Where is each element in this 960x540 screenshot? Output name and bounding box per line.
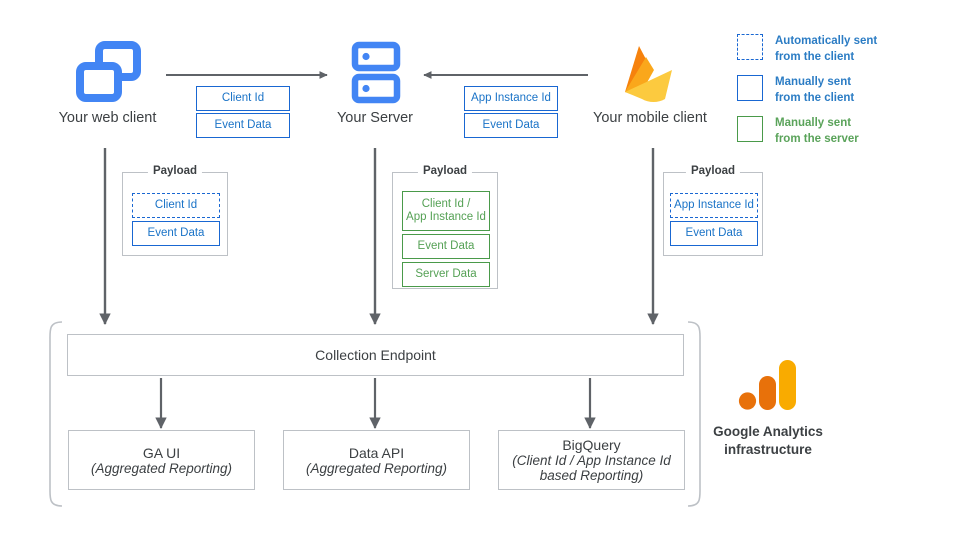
- payload-item-line1: Client Id /: [421, 198, 471, 211]
- legend-swatch-solid-green: [737, 116, 763, 142]
- payload-item-event-data: Event Data: [402, 234, 490, 259]
- web-client-label: Your web client: [58, 110, 157, 126]
- output-title: BigQuery: [562, 437, 621, 453]
- legend-label-line1: Manually sent: [775, 76, 852, 88]
- flow-chip-mobile-event-data: Event Data: [464, 113, 558, 138]
- google-analytics-icon: [738, 360, 796, 410]
- legend-item-manually-sent-server: Manually sent from the server: [737, 116, 859, 147]
- mobile-client-label: Your mobile client: [593, 110, 707, 126]
- legend-label-line1: Automatically sent: [775, 35, 878, 47]
- output-title: Data API: [348, 444, 405, 461]
- infrastructure-bracket-right: [687, 321, 701, 507]
- infrastructure-caption: Google Analytics infrastructure: [690, 423, 846, 459]
- web-client-icon: [76, 41, 141, 102]
- legend-item-automatically-sent-client: Automatically sent from the client: [737, 34, 877, 65]
- legend-label-line2: from the client: [775, 50, 855, 63]
- legend-item-manually-sent-client: Manually sent from the client: [737, 75, 854, 106]
- payload-item-event-data: Event Data: [670, 221, 758, 246]
- server-label: Your Server: [336, 110, 414, 126]
- output-subtitle-line1: (Client Id / App Instance Id: [512, 453, 671, 468]
- legend-swatch-solid-blue: [737, 75, 763, 101]
- payload-legend: Payload: [417, 165, 473, 177]
- legend-label: Manually sent from the client: [775, 75, 854, 106]
- payload-item-client-id-app-instance-id: Client Id / App Instance Id: [402, 191, 490, 231]
- legend-label: Automatically sent from the client: [775, 34, 877, 65]
- output-box-ga-ui: GA UI (Aggregated Reporting): [68, 430, 255, 490]
- output-subtitle: (Aggregated Reporting): [305, 460, 448, 476]
- output-title: GA UI: [142, 444, 181, 461]
- collection-endpoint-label: Collection Endpoint: [315, 347, 436, 363]
- payload-item-line2: App Instance Id: [406, 211, 486, 223]
- server-icon: [351, 41, 401, 104]
- infrastructure-caption-line1: Google Analytics: [713, 424, 823, 439]
- legend-label-line2: from the server: [775, 132, 859, 145]
- output-box-bigquery: BigQuery (Client Id / App Instance Id ba…: [498, 430, 685, 490]
- legend-label-line1: Manually sent: [775, 117, 852, 129]
- payload-legend: Payload: [685, 165, 741, 177]
- payload-item-app-instance-id: App Instance Id: [670, 193, 758, 218]
- payload-item-event-data: Event Data: [132, 221, 220, 246]
- infrastructure-bracket-left: [49, 321, 63, 507]
- flow-chip-web-event-data: Event Data: [196, 113, 290, 138]
- output-subtitle-line2: based Reporting): [539, 468, 644, 483]
- payload-web-client: Payload Client Id Event Data: [122, 165, 228, 256]
- payload-item-client-id: Client Id: [132, 193, 220, 218]
- flow-chip-web-client-id: Client Id: [196, 86, 290, 111]
- legend-label-line2: from the client: [775, 91, 855, 104]
- collection-endpoint-box: Collection Endpoint: [67, 334, 684, 376]
- legend-label: Manually sent from the server: [775, 116, 859, 147]
- payload-mobile-client: Payload App Instance Id Event Data: [663, 165, 763, 256]
- payload-item-server-data: Server Data: [402, 262, 490, 287]
- output-subtitle: (Aggregated Reporting): [90, 460, 233, 476]
- payload-server: Payload Client Id / App Instance Id Even…: [392, 165, 498, 289]
- legend-swatch-dashed-blue: [737, 34, 763, 60]
- infrastructure-caption-line2: infrastructure: [724, 442, 812, 458]
- output-box-data-api: Data API (Aggregated Reporting): [283, 430, 470, 490]
- firebase-icon: [625, 46, 672, 102]
- flow-chip-mobile-app-instance-id: App Instance Id: [464, 86, 558, 111]
- payload-legend: Payload: [147, 165, 203, 177]
